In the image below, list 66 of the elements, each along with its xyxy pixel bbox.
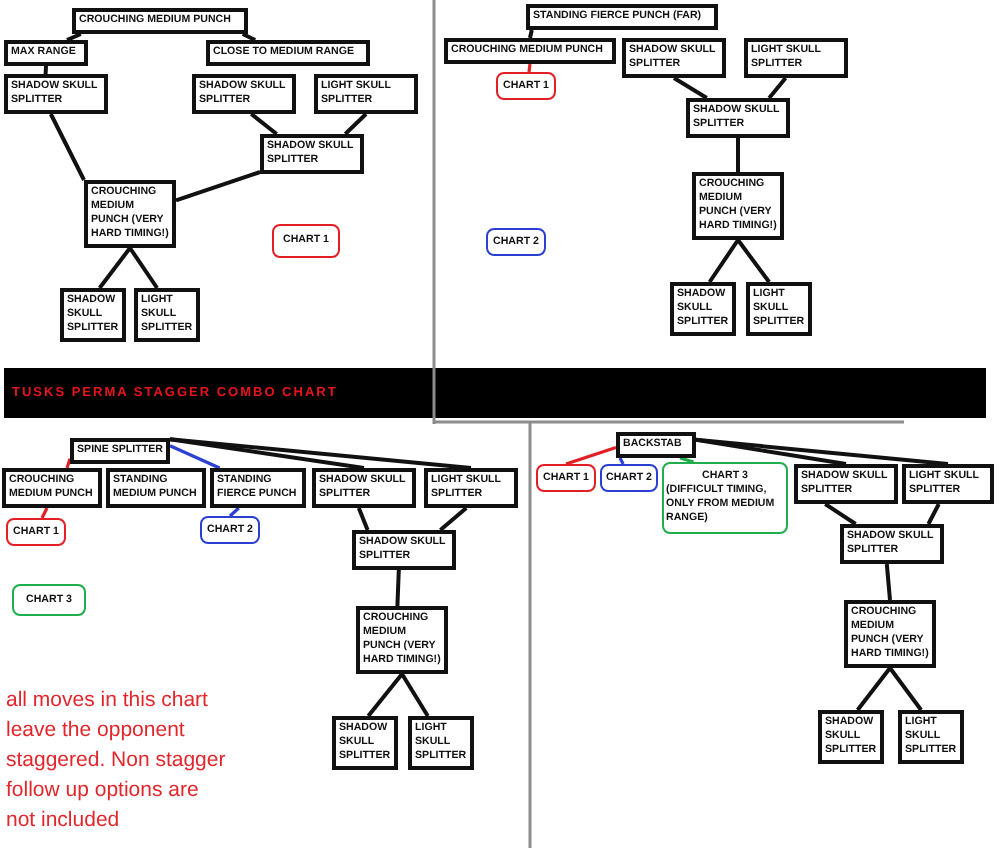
chart-reference-tag [12,584,86,616]
connector-line [528,29,534,39]
move-box [4,40,88,66]
chart-reference-tag [272,224,340,258]
connector-line [672,76,708,100]
connector-line [695,437,949,466]
chart-reference-tag [536,464,596,492]
move-box [616,432,696,458]
move-box [312,468,416,508]
move-box [444,38,616,64]
connector-line [736,238,771,284]
connector-line [49,113,86,181]
move-box [744,38,848,78]
move-box [314,74,418,114]
move-box [2,468,102,508]
move-box [70,438,170,464]
connector-line [565,446,617,466]
move-box [424,468,518,508]
move-box [192,74,296,114]
chart-reference-tag [496,72,556,100]
move-box [206,40,370,66]
connector-line [356,507,370,531]
move-box [352,530,456,570]
move-box [72,8,248,34]
connector-line [527,63,532,73]
connector-line [400,672,430,718]
note-text: all moves in this chart leave the opponent staggered. Non stagger follow up options are not included [6,686,228,836]
connector-line [618,457,625,465]
connector-line [695,437,847,466]
connector-line [884,563,892,601]
connector-line [343,112,368,136]
move-box [686,98,790,138]
move-box [902,464,994,504]
connector-line [926,503,941,525]
connector-line [175,170,261,203]
connector-line [366,672,404,718]
chart-reference-tag [600,464,658,492]
connector-line [250,112,278,136]
connector-line [856,666,892,712]
connector-line [43,65,48,75]
chart-reference-tag [486,228,546,256]
connector-line [888,666,923,712]
move-box [622,38,726,78]
connector-line [128,246,159,290]
move-box [260,134,364,174]
connector-line [395,569,401,607]
connector-line [824,502,857,526]
connector-line [169,437,365,470]
connector-line [707,238,740,284]
connector-line [40,507,49,519]
move-box [210,468,306,508]
connector-line [439,506,468,532]
connector-line [169,444,221,470]
connector-line [65,458,72,469]
chart-reference-tag [6,518,66,546]
chart-reference-tag [200,516,260,544]
connector-line [98,246,132,290]
move-box [106,468,206,508]
move-box [840,524,944,564]
move-box [794,464,898,504]
connector-line [736,138,740,172]
chart-reference-tag [662,462,788,534]
move-box [4,74,108,114]
connector-line [767,76,788,100]
move-box [526,4,718,30]
connector-line [169,437,472,470]
